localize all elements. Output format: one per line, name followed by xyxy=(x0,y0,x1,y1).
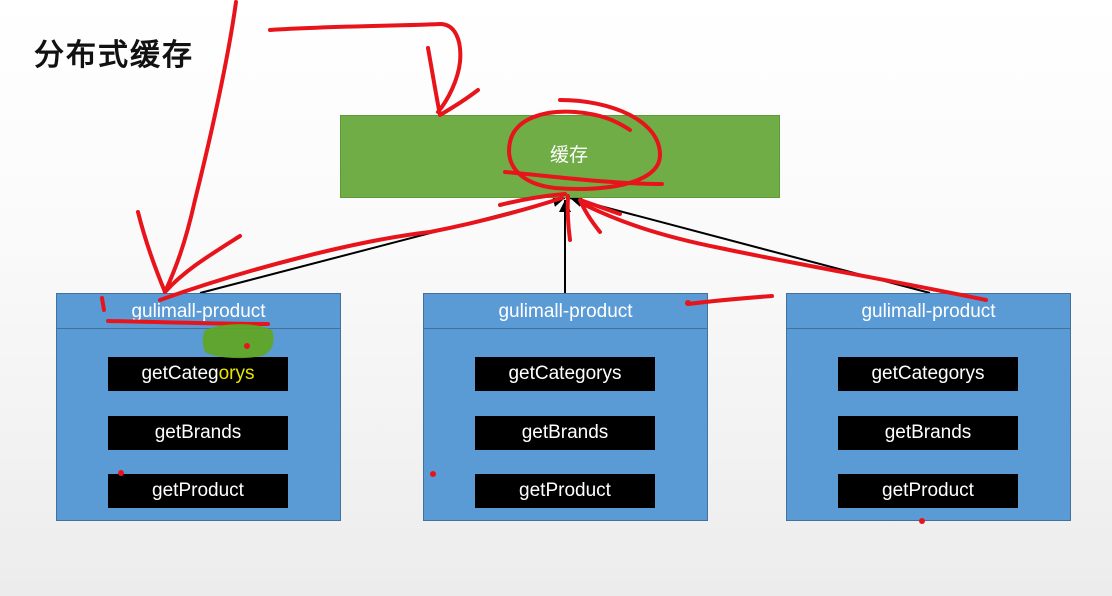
service-box-2: gulimall-product getCategorys getBrands … xyxy=(423,293,708,521)
method-get-categorys: getCategorys xyxy=(108,357,288,391)
cache-label: 缓存 xyxy=(549,144,588,166)
ink-arrowhead-cache-right xyxy=(578,198,622,234)
method-get-brands: getBrands xyxy=(838,416,1018,450)
method-get-product: getProduct xyxy=(475,474,655,508)
ink-arrow-from-service2 xyxy=(565,194,572,242)
ink-arrow-top xyxy=(268,22,463,114)
service-title: gulimall-product xyxy=(787,294,1070,329)
service-box-1: gulimall-product getCategorys getBrands … xyxy=(56,293,341,521)
method-label-part: getCategorys xyxy=(141,363,255,384)
method-get-brands: getBrands xyxy=(108,416,288,450)
ink-arrow-from-service3 xyxy=(583,203,988,302)
cache-box: 缓存 xyxy=(340,115,780,198)
page-title: 分布式缓存 xyxy=(34,38,194,73)
method-get-product: getProduct xyxy=(838,474,1018,508)
method-get-brands: getBrands xyxy=(475,416,655,450)
service-title: gulimall-product xyxy=(424,294,707,329)
method-get-categorys: getCategorys xyxy=(838,357,1018,391)
connector-service1-to-cache xyxy=(199,195,566,294)
ink-arrowhead-left xyxy=(136,210,242,294)
ink-arrowhead-top xyxy=(426,46,480,117)
highlighted-text: orys xyxy=(218,363,255,384)
service-title: gulimall-product xyxy=(57,294,340,329)
method-get-product: getProduct xyxy=(108,474,288,508)
service-box-3: gulimall-product getCategorys getBrands … xyxy=(786,293,1071,521)
connector-service3-to-cache xyxy=(569,195,931,294)
ink-arrow-from-service1 xyxy=(158,196,564,302)
method-get-categorys: getCategorys xyxy=(475,357,655,391)
